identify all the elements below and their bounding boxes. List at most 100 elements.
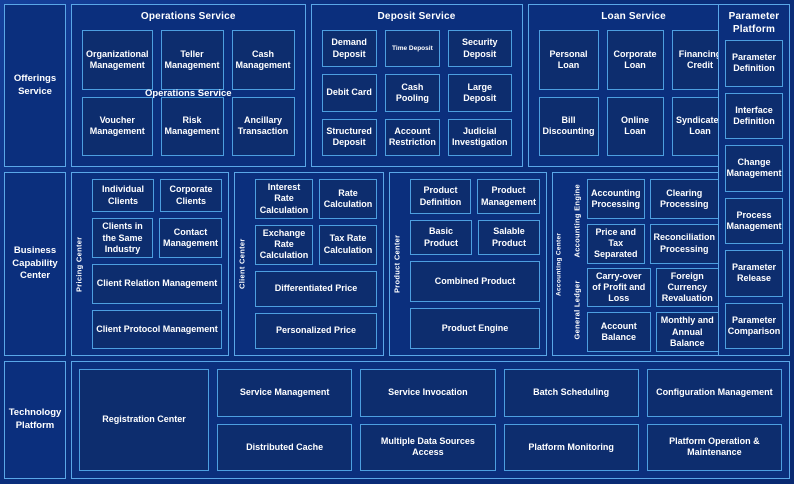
product-center-items: Product Definition Product Management Ba… xyxy=(404,173,546,355)
box-service-invocation[interactable]: Service Invocation xyxy=(360,369,496,417)
box-exchange-rate-calculation[interactable]: Exchange Rate Calculation xyxy=(255,224,313,265)
box-basic-product[interactable]: Basic Product xyxy=(410,220,472,255)
panel-parameter-platform: Parameter Platform Parameter Definition … xyxy=(718,4,790,356)
box-account-balance[interactable]: Account Balance xyxy=(587,312,651,352)
loan-service-items: Personal Loan Corporate Loan Financing C… xyxy=(529,26,739,166)
box-structured-deposit[interactable]: Structured Deposit xyxy=(321,118,377,156)
box-client-protocol-management[interactable]: Client Protocol Management xyxy=(92,309,222,350)
panel-loan-service: Loan Service Personal Loan Corporate Loa… xyxy=(527,4,740,167)
box-cash-pooling[interactable]: Cash Pooling xyxy=(384,74,441,112)
box-price-and-tax-separated[interactable]: Price and Tax Separated xyxy=(587,223,645,264)
box-distributed-cache[interactable]: Distributed Cache xyxy=(217,423,353,471)
rail-title-line1: Parameter xyxy=(728,11,780,22)
box-bill-discounting[interactable]: Bill Discounting xyxy=(538,96,599,156)
box-configuration-management[interactable]: Configuration Management xyxy=(646,369,782,417)
box-registration-center[interactable]: Registration Center xyxy=(79,369,209,471)
box-reconciliation-processing[interactable]: Reconciliation Processing xyxy=(649,223,720,264)
client-center-items: Interest Rate Calculation Rate Calculati… xyxy=(249,173,383,355)
box-contact-management[interactable]: Contact Management xyxy=(158,218,222,259)
box-batch-scheduling[interactable]: Batch Scheduling xyxy=(503,369,639,417)
row: Individual Clients Corporate Clients xyxy=(92,179,222,213)
box-tax-rate-calculation[interactable]: Tax Rate Calculation xyxy=(319,224,377,265)
box-interest-rate-calculation[interactable]: Interest Rate Calculation xyxy=(255,179,313,219)
accounting-center-groups: Accounting Engine Accounting Processing … xyxy=(565,173,726,355)
row-label-technology-platform: Technology Platform xyxy=(4,361,66,479)
panel-title-operations-service: Operations Service xyxy=(140,11,236,22)
pricing-center-items: Individual Clients Corporate Clients Cli… xyxy=(86,173,228,355)
vlabel-accounting-center: Accounting Center xyxy=(555,232,563,296)
business-capability-center-row: Business Capability Center Pricing Cente… xyxy=(4,172,790,356)
box-client-relation-management[interactable]: Client Relation Management xyxy=(92,264,222,304)
panel-title-deposit-service: Deposit Service xyxy=(377,11,456,22)
box-clearing-processing[interactable]: Clearing Processing xyxy=(649,179,720,219)
vlabel-pricing-center: Pricing Center xyxy=(74,236,84,292)
vlabel-general-ledger: General Ledger xyxy=(572,280,582,340)
box-voucher-management[interactable]: Voucher Management xyxy=(82,96,153,156)
box-large-deposit[interactable]: Large Deposit xyxy=(448,74,512,112)
offerings-service-row: Offerings Service Operations Service Org… xyxy=(4,4,790,167)
box-individual-clients[interactable]: Individual Clients xyxy=(92,179,154,213)
bcc-label-line2: Capability xyxy=(12,257,58,269)
box-change-management[interactable]: Change Management xyxy=(725,145,783,192)
panel-operations-service: Operations Service Organizational Manage… xyxy=(71,4,306,167)
box-organizational-management[interactable]: Organizational Management xyxy=(82,30,153,90)
box-product-management[interactable]: Product Management xyxy=(477,179,540,214)
box-cash-management[interactable]: Cash Management xyxy=(231,30,295,90)
box-ancillary-transaction[interactable]: Ancillary Transaction xyxy=(231,96,295,156)
box-time-deposit[interactable]: Time Deposit xyxy=(384,30,441,68)
deposit-service-items: Demand Deposit Time Deposit Security Dep… xyxy=(312,26,522,166)
box-judicial-investigation[interactable]: Judicial Investigation xyxy=(448,118,512,156)
box-differentiated-price[interactable]: Differentiated Price xyxy=(255,270,377,307)
box-process-management[interactable]: Process Management xyxy=(725,197,783,244)
box-platform-operation-maintenance[interactable]: Platform Operation & Maintenance xyxy=(646,423,782,471)
box-corporate-loan[interactable]: Corporate Loan xyxy=(606,30,664,90)
box-parameter-definition[interactable]: Parameter Definition xyxy=(725,40,783,87)
panel-pricing-center: Pricing Center Individual Clients Corpor… xyxy=(71,172,229,356)
vlabel-accounting-engine: Accounting Engine xyxy=(572,184,582,258)
row: Basic Product Salable Product xyxy=(410,220,540,255)
panel-technology-platform: Registration Center Service Management S… xyxy=(71,361,790,479)
group-general-ledger: General Ledger Carry-over of Profit and … xyxy=(570,266,721,355)
panel-accounting-center: Accounting Center Accounting Engine Acco… xyxy=(552,172,728,356)
box-security-deposit[interactable]: Security Deposit xyxy=(448,30,512,68)
box-teller-management[interactable]: Teller Management xyxy=(160,30,224,90)
rail-title-line2: Platform xyxy=(732,24,776,35)
box-demand-deposit[interactable]: Demand Deposit xyxy=(321,30,377,68)
box-carry-over-of-profit-and-loss[interactable]: Carry-over of Profit and Loss xyxy=(587,267,651,308)
box-personal-loan[interactable]: Personal Loan xyxy=(538,30,599,90)
row-label-offerings-service: Offerings Service xyxy=(4,4,66,167)
row: Clients in the Same Industry Contact Man… xyxy=(92,218,222,259)
box-multiple-data-sources-access[interactable]: Multiple Data Sources Access xyxy=(360,423,496,471)
box-rate-calculation[interactable]: Rate Calculation xyxy=(319,179,377,219)
box-product-definition[interactable]: Product Definition xyxy=(410,179,471,214)
panel-deposit-service: Deposit Service Demand Deposit Time Depo… xyxy=(310,4,523,167)
box-monthly-and-annual-balance[interactable]: Monthly and Annual Balance xyxy=(655,312,720,352)
row: Exchange Rate Calculation Tax Rate Calcu… xyxy=(255,224,377,265)
row: Interest Rate Calculation Rate Calculati… xyxy=(255,179,377,219)
box-parameter-release[interactable]: Parameter Release xyxy=(725,250,783,297)
box-parameter-comparison[interactable]: Parameter Comparison xyxy=(725,302,783,349)
accounting-engine-items: Accounting Processing Clearing Processin… xyxy=(584,177,721,266)
row: Product Definition Product Management xyxy=(410,179,540,214)
box-foreign-currency-revaluation[interactable]: Foreign Currency Revaluation xyxy=(655,267,720,308)
offerings-label-line1: Offerings xyxy=(13,72,57,84)
box-account-restriction[interactable]: Account Restriction xyxy=(384,118,441,156)
box-salable-product[interactable]: Salable Product xyxy=(478,220,540,255)
box-personalized-price[interactable]: Personalized Price xyxy=(255,312,377,349)
operations-service-items: Organizational Management Teller Managem… xyxy=(72,26,305,166)
box-accounting-processing[interactable]: Accounting Processing xyxy=(587,179,645,219)
box-combined-product[interactable]: Combined Product xyxy=(410,261,540,302)
general-ledger-items: Carry-over of Profit and Loss Foreign Cu… xyxy=(584,266,721,355)
box-online-loan[interactable]: Online Loan xyxy=(606,96,664,156)
box-product-engine[interactable]: Product Engine xyxy=(410,308,540,349)
panel-title-loan-service: Loan Service xyxy=(601,11,666,22)
box-platform-monitoring[interactable]: Platform Monitoring xyxy=(503,423,639,471)
box-debit-card[interactable]: Debit Card xyxy=(321,74,377,112)
box-interface-definition[interactable]: Interface Definition xyxy=(725,92,783,139)
group-accounting-engine: Accounting Engine Accounting Processing … xyxy=(570,177,721,266)
box-risk-management[interactable]: Risk Management xyxy=(160,96,224,156)
box-clients-in-the-same-industry[interactable]: Clients in the Same Industry xyxy=(92,218,153,259)
box-corporate-clients[interactable]: Corporate Clients xyxy=(160,179,222,213)
box-service-management[interactable]: Service Management xyxy=(217,369,353,417)
